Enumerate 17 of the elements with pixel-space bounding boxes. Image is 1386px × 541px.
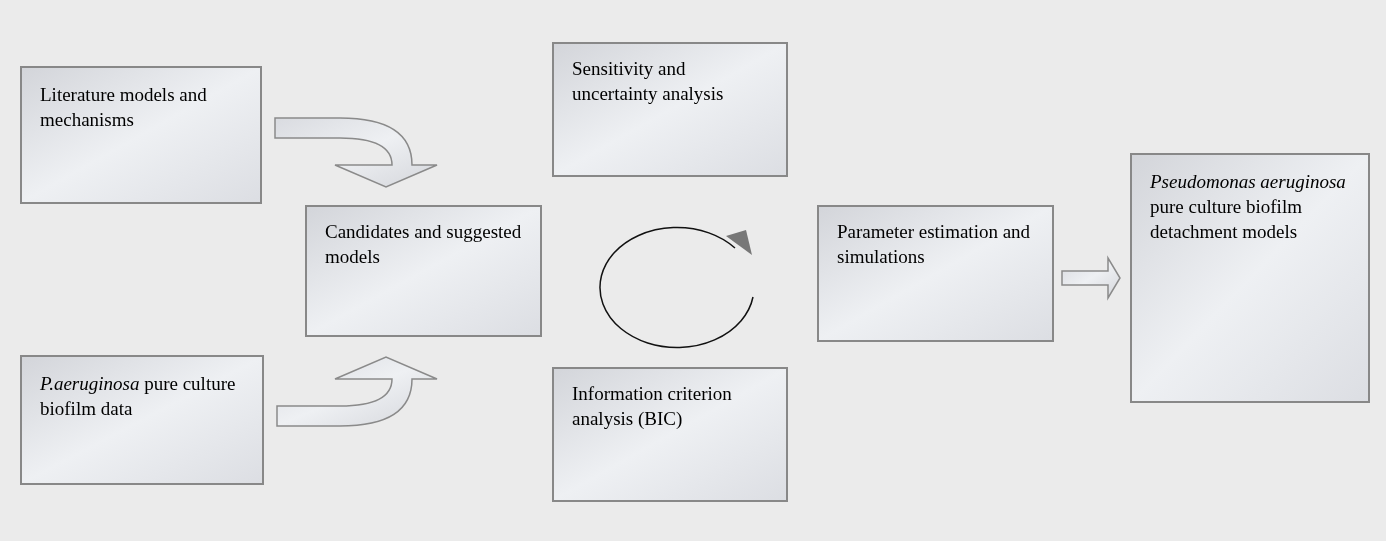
box-text: P.aeruginosa pure culture biofilm data	[40, 372, 237, 421]
box-text: Sensitivity and uncertainty analysis	[572, 57, 725, 106]
process-box	[817, 205, 1054, 342]
box-text: Literature models and mechanisms	[40, 83, 208, 132]
box-text: Candidates and suggested models	[325, 220, 522, 269]
process-box	[552, 42, 788, 177]
process-box	[20, 66, 262, 204]
box-text: Parameter estimation and simulations	[837, 220, 1032, 269]
box-text: Information criterion analysis (BIC)	[572, 382, 733, 431]
box-text: Pseudomonas aeruginosa pure culture biofilm detachment models	[1150, 170, 1347, 244]
block-arrow	[274, 117, 438, 188]
block-arrow	[1061, 255, 1121, 301]
process-box	[20, 355, 264, 485]
process-box	[552, 367, 788, 502]
process-box	[1130, 153, 1370, 403]
block-arrow	[276, 356, 438, 427]
process-box	[305, 205, 542, 337]
